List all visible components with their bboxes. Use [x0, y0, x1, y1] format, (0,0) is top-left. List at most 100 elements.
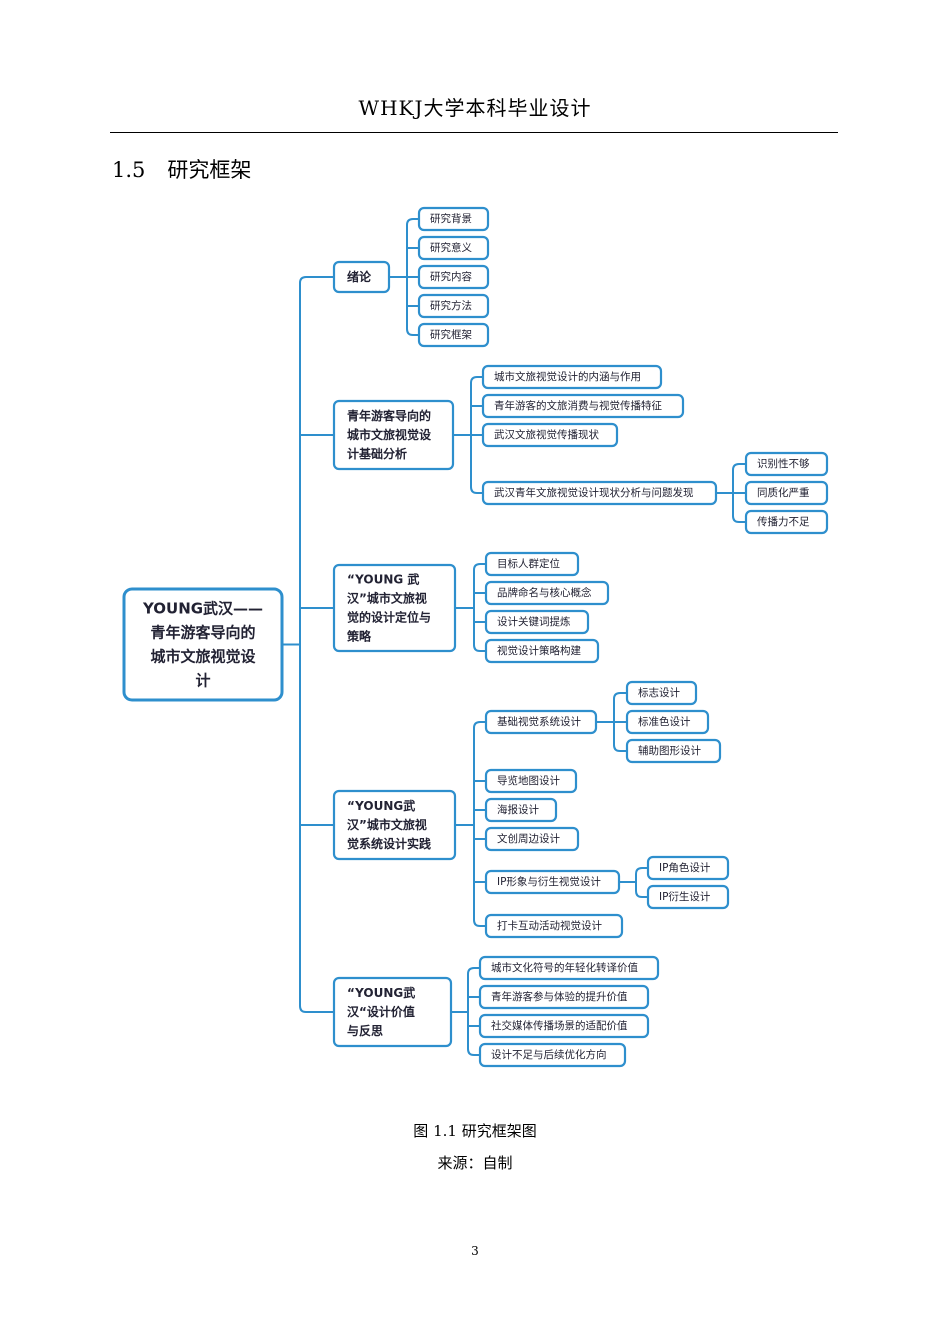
node-1-2: 研究意义 [417, 235, 490, 261]
root-node-label: 青年游客导向的 [150, 624, 255, 642]
node-1-1-label: 研究背景 [430, 212, 472, 225]
branch-4-label: 汉”城市文旅视 [347, 817, 427, 832]
branch-2-connector-branch-0 [470, 376, 483, 384]
leaf-4-1-2: 标准色设计 [625, 709, 710, 735]
node-2-3-label: 武汉文旅视觉传播现状 [494, 428, 599, 441]
node-1-2-label: 研究意义 [430, 241, 472, 254]
node-4-3-label: 海报设计 [497, 803, 539, 816]
figure-caption: 图 1.1 研究框架图 [413, 1122, 537, 1140]
node-4-4-label: 文创周边设计 [497, 832, 560, 845]
section-number: 1.5 [112, 158, 146, 182]
branch-1-label: 绪论 [347, 269, 372, 284]
root-node-label: YOUNG武汉—— [142, 600, 263, 618]
node-1-3-label: 研究内容 [430, 270, 472, 283]
node-3-2: 品牌命名与核心概念 [484, 580, 610, 606]
node-4-4: 文创周边设计 [484, 826, 580, 852]
leaf-4-5-1-label: IP角色设计 [659, 861, 711, 874]
branch-5-label: “YOUNG武 [347, 985, 415, 1000]
leaf-2-4-3: 传播力不足 [744, 509, 829, 535]
leaf-4-1-1-label: 标志设计 [638, 686, 680, 699]
branch-2-label: 青年游客导向的 [347, 408, 431, 423]
node-2-4-connector-branch-2 [732, 515, 746, 523]
leaf-2-4-1-label: 识别性不够 [757, 457, 810, 470]
node-5-2: 青年游客参与体验的提升价值 [478, 984, 650, 1010]
node-5-1-label: 城市文化符号的年轻化转译价值 [491, 961, 638, 974]
node-2-2-label: 青年游客的文旅消费与视觉传播特征 [494, 399, 662, 412]
branch-2-label: 城市文旅视觉设 [347, 427, 432, 442]
node-5-3-label: 社交媒体传播场景的适配价值 [491, 1019, 628, 1032]
branch-4-label: “YOUNG武 [347, 798, 415, 813]
leaf-2-4-2-label: 同质化严重 [757, 486, 810, 499]
node-4-5: IP形象与衍生视觉设计 [484, 869, 621, 895]
leaf-4-1-1: 标志设计 [625, 680, 698, 706]
node-2-4-connector-branch-0 [732, 463, 746, 471]
node-5-1: 城市文化符号的年轻化转译价值 [478, 955, 660, 981]
node-3-1: 目标人群定位 [484, 551, 580, 577]
node-2-4: 武汉青年文旅视觉设计现状分析与问题发现 [481, 480, 718, 506]
node-4-5-connector-branch-1 [635, 890, 648, 898]
node-1-4: 研究方法 [417, 293, 490, 319]
node-3-3: 设计关键词提炼 [484, 609, 590, 635]
research-framework-diagram: YOUNG武汉——青年游客导向的城市文旅视觉设计绪论研究背景研究意义研究内容研究… [122, 206, 829, 1068]
node-2-1-label: 城市文旅视觉设计的内涵与作用 [494, 370, 641, 383]
branch-5-label: 与反思 [347, 1023, 383, 1038]
node-4-2-label: 导览地图设计 [497, 774, 560, 787]
node-3-1-label: 目标人群定位 [497, 557, 560, 570]
node-5-3: 社交媒体传播场景的适配价值 [478, 1013, 650, 1039]
figure-source: 来源：自制 [437, 1154, 513, 1172]
leaf-4-1-2-label: 标准色设计 [638, 715, 691, 728]
node-4-3: 海报设计 [484, 797, 558, 823]
branch-1: 绪论 [332, 260, 391, 294]
node-4-2: 导览地图设计 [484, 768, 578, 794]
branch-4-connector-branch-5 [473, 919, 486, 927]
root-connector-branch-0 [299, 276, 334, 284]
leaf-4-1-3: 辅助图形设计 [625, 738, 722, 764]
leaf-2-4-2: 同质化严重 [744, 480, 829, 506]
node-4-1: 基础视觉系统设计 [484, 709, 598, 735]
node-1-1: 研究背景 [417, 206, 490, 232]
node-1-3: 研究内容 [417, 264, 490, 290]
branch-2-label: 计基础分析 [347, 446, 407, 461]
branch-3-label: 策略 [347, 629, 372, 644]
page-number: 3 [471, 1244, 479, 1258]
branch-3-label: 汉”城市文旅视 [347, 591, 427, 606]
node-5-4: 设计不足与后续优化方向 [478, 1042, 627, 1068]
branch-4-label: 觉系统设计实践 [347, 836, 431, 851]
branch-4-connector-branch-0 [473, 721, 486, 729]
node-2-4-label: 武汉青年文旅视觉设计现状分析与问题发现 [494, 486, 694, 499]
node-2-1: 城市文旅视觉设计的内涵与作用 [481, 364, 663, 390]
branch-2-connector-branch-3 [470, 486, 483, 494]
branch-3-connector-branch-3 [473, 644, 486, 652]
node-4-5-label: IP形象与衍生视觉设计 [497, 875, 601, 888]
leaf-4-5-2-label: IP衍生设计 [659, 890, 711, 903]
node-4-1-connector-branch-2 [613, 744, 627, 752]
root-node-label: 计 [195, 672, 210, 690]
branch-5-connector-branch-3 [467, 1048, 480, 1056]
leaf-4-5-2: IP衍生设计 [646, 884, 730, 910]
node-4-1-connector-branch-0 [613, 692, 627, 700]
node-1-4-label: 研究方法 [430, 299, 472, 312]
node-5-4-label: 设计不足与后续优化方向 [491, 1048, 607, 1061]
diagram-nodes: YOUNG武汉——青年游客导向的城市文旅视觉设计绪论研究背景研究意义研究内容研究… [122, 206, 829, 1068]
leaf-2-4-3-label: 传播力不足 [757, 515, 810, 528]
node-3-4: 视觉设计策略构建 [484, 638, 600, 664]
branch-5-label: 汉“设计价值 [347, 1004, 415, 1019]
node-5-2-label: 青年游客参与体验的提升价值 [491, 990, 628, 1003]
branch-3-connector-branch-0 [473, 563, 486, 571]
node-4-6: 打卡互动活动视觉设计 [484, 913, 624, 939]
connector-lines [282, 218, 746, 1056]
branch-1-connector-branch-4 [406, 328, 419, 336]
root-node-label: 城市文旅视觉设 [150, 648, 255, 666]
branch-5-connector-branch-0 [467, 967, 480, 975]
node-4-6-label: 打卡互动活动视觉设计 [497, 919, 602, 932]
leaf-4-5-1: IP角色设计 [646, 855, 730, 881]
leaf-2-4-1: 识别性不够 [744, 451, 829, 477]
node-2-2: 青年游客的文旅消费与视觉传播特征 [481, 393, 685, 419]
header-rule [110, 132, 838, 133]
